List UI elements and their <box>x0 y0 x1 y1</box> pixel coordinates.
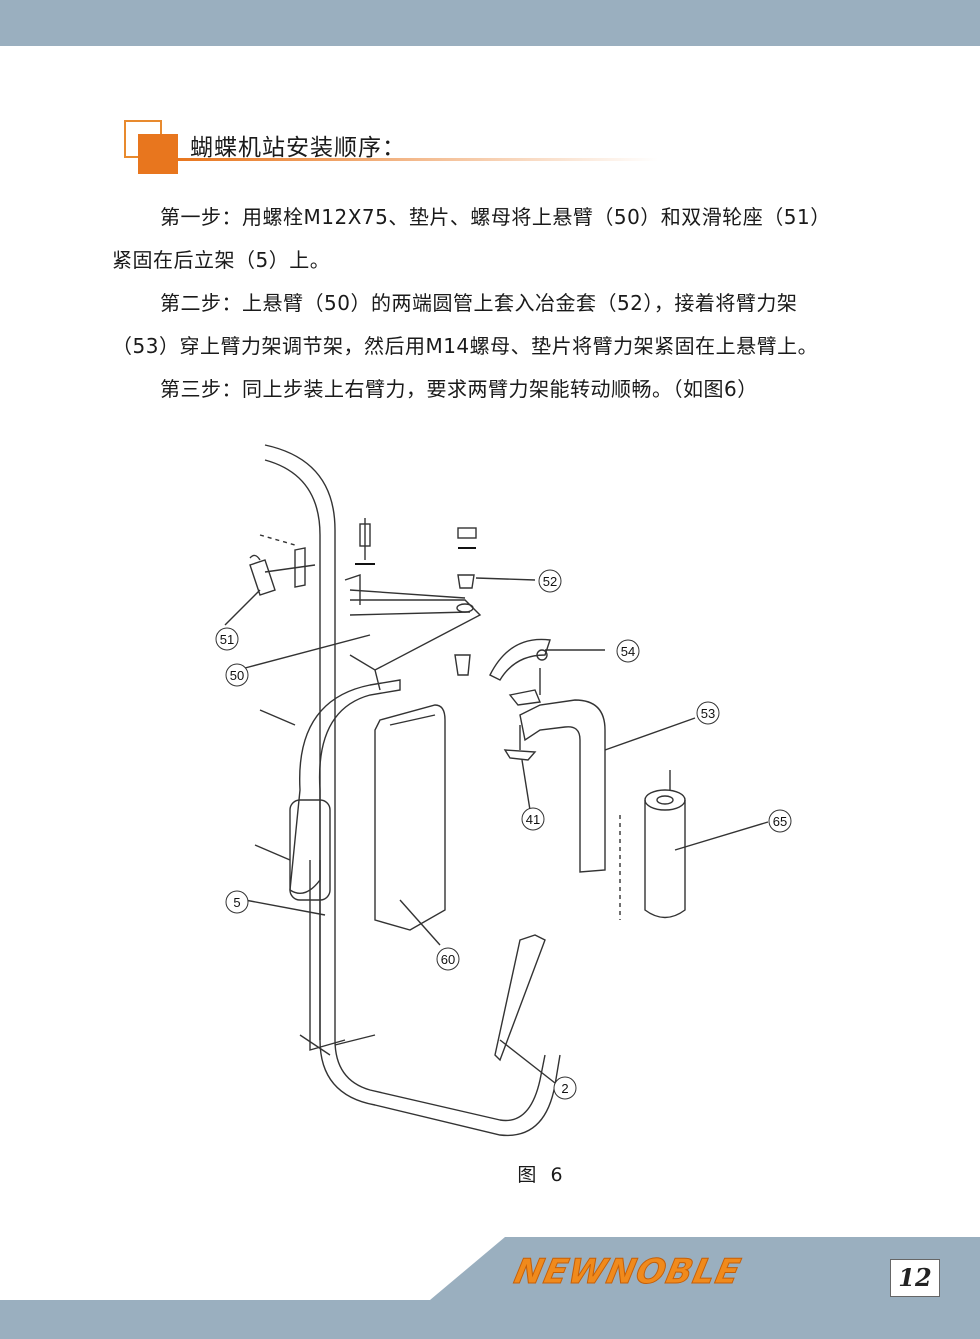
callout-60: 60 <box>436 947 460 971</box>
page-footer: NEWNOBLE 12 <box>0 1237 980 1339</box>
section-title: 蝴蝶机站安装顺序： <box>190 135 406 161</box>
seat-tube-drawing <box>244 679 401 916</box>
callout-52-label: 52 <box>543 574 557 589</box>
pulley-bracket-drawing <box>224 534 316 626</box>
callout-41-label: 41 <box>526 812 540 827</box>
heading-underline <box>178 158 658 161</box>
lower-bar-drawing <box>494 934 556 1084</box>
callout-51: 51 <box>215 627 239 651</box>
assembly-diagram: 52 51 50 54 53 41 <box>200 440 820 1140</box>
callouts: 52 51 50 54 53 41 <box>215 569 792 1100</box>
brand-logo: NEWNOBLE <box>510 1252 745 1293</box>
callout-60-label: 60 <box>441 952 455 967</box>
heading-square-fill-icon <box>138 134 178 174</box>
callout-50: 50 <box>225 663 249 687</box>
backrest-pad-drawing <box>374 704 446 946</box>
callout-41: 41 <box>521 807 545 831</box>
callout-51-label: 51 <box>220 632 234 647</box>
callout-53-label: 53 <box>701 706 715 721</box>
callout-52: 52 <box>538 569 562 593</box>
step-2-line-2: （53）穿上臂力架调节架，然后用M14螺母、垫片将臂力架紧固在上悬臂上。 <box>112 334 819 358</box>
section-heading: 蝴蝶机站安装顺序： <box>120 118 660 178</box>
callout-54-label: 54 <box>621 644 635 659</box>
instructions: 第一步：用螺栓M12X75、垫片、螺母将上悬臂（50）和双滑轮座（51） 紧固在… <box>112 196 892 411</box>
callout-5-label: 5 <box>233 895 240 910</box>
top-band <box>0 0 980 46</box>
callout-5: 5 <box>225 890 249 914</box>
arm-drawing <box>519 699 696 873</box>
step-1-line-1: 第一步：用螺栓M12X75、垫片、螺母将上悬臂（50）和双滑轮座（51） <box>160 205 831 229</box>
footer-band <box>0 1300 980 1339</box>
footer-tab-shape <box>430 1237 980 1300</box>
callout-50-label: 50 <box>230 668 244 683</box>
callout-2: 2 <box>553 1076 577 1100</box>
rear-frame-drawing <box>264 444 561 1137</box>
foam-roller-drawing <box>619 770 769 920</box>
figure-caption: 图 6 <box>517 1164 567 1186</box>
callout-2-label: 2 <box>561 1081 568 1096</box>
callout-53: 53 <box>696 701 720 725</box>
callout-65: 65 <box>768 809 792 833</box>
upper-arm-drawing <box>244 518 482 691</box>
callout-65-label: 65 <box>773 814 787 829</box>
page-number: 12 <box>890 1259 940 1297</box>
pin-drawing <box>503 725 537 811</box>
step-1-line-2: 紧固在后立架（5）上。 <box>112 248 331 272</box>
adjuster-plate-drawing <box>489 638 605 706</box>
callout-54: 54 <box>616 639 640 663</box>
step-2-line-1: 第二步：上悬臂（50）的两端圆管上套入冶金套（52），接着将臂力架 <box>160 291 798 315</box>
step-3-line-1: 第三步：同上步装上右臂力，要求两臂力架能转动顺畅。（如图6） <box>160 377 758 401</box>
bushing-drawing <box>454 574 536 676</box>
